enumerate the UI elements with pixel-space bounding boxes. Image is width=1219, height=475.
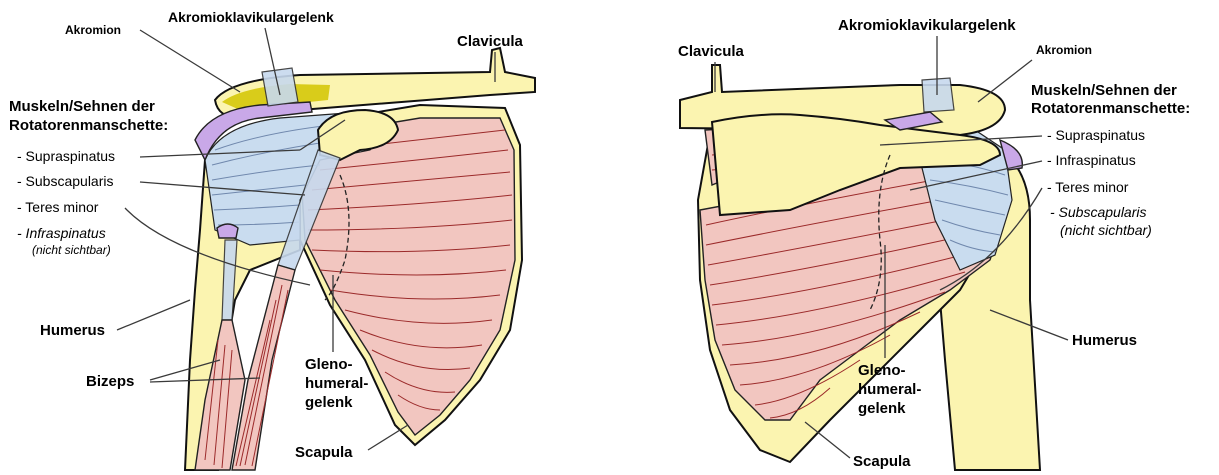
right-label-gleno-3: gelenk: [858, 400, 906, 417]
left-label-ac-joint: Akromioklavikulargelenk: [168, 9, 334, 25]
left-label-gleno-2: humeral-: [305, 375, 368, 392]
left-label-gleno-3: gelenk: [305, 394, 353, 411]
left-label-rotator-title-1: Muskeln/Sehnen der: [9, 98, 155, 115]
right-ac-joint-ligament: [922, 78, 954, 112]
left-biceps-long-tendon: [222, 240, 237, 320]
right-label-teres-minor: - Teres minor: [1047, 179, 1129, 195]
left-label-nicht-sichtbar: (nicht sichtbar): [32, 243, 111, 257]
right-label-nicht-sichtbar: (nicht sichtbar): [1060, 222, 1152, 238]
left-label-akromion: Akromion: [65, 23, 121, 37]
right-label-humerus: Humerus: [1072, 332, 1137, 349]
right-label-ac-joint: Akromioklavikulargelenk: [838, 17, 1016, 34]
left-label-bizeps: Bizeps: [86, 373, 134, 390]
left-humerus-cap-bursa: [217, 224, 238, 238]
left-label-supraspinatus: - Supraspinatus: [17, 148, 115, 164]
left-label-gleno-1: Gleno-: [305, 356, 353, 373]
right-label-scapula: Scapula: [853, 453, 911, 470]
left-label-humerus: Humerus: [40, 322, 105, 339]
right-label-supraspinatus: - Supraspinatus: [1047, 127, 1145, 143]
left-label-clavicula: Clavicula: [457, 33, 524, 50]
right-label-gleno-1: Gleno-: [858, 362, 906, 379]
left-anterior-view: [185, 48, 535, 470]
right-label-clavicula: Clavicula: [678, 43, 745, 60]
left-label-subscapularis: - Subscapularis: [17, 173, 114, 189]
right-label-akromion: Akromion: [1036, 43, 1092, 57]
right-label-subscapularis: - Subscapularis: [1050, 204, 1147, 220]
left-ac-joint-ligament: [262, 68, 298, 106]
right-label-rotator-title-2: Rotatorenmanschette:: [1031, 100, 1190, 117]
right-label-rotator-title-1: Muskeln/Sehnen der: [1031, 82, 1177, 99]
right-label-infraspinatus: - Infraspinatus: [1047, 152, 1136, 168]
left-label-teres-minor: - Teres minor: [17, 199, 99, 215]
left-label-scapula: Scapula: [295, 444, 353, 461]
left-label-rotator-title-2: Rotatorenmanschette:: [9, 117, 168, 134]
right-label-gleno-2: humeral-: [858, 381, 921, 398]
left-label-infraspinatus: - Infraspinatus: [17, 225, 106, 241]
